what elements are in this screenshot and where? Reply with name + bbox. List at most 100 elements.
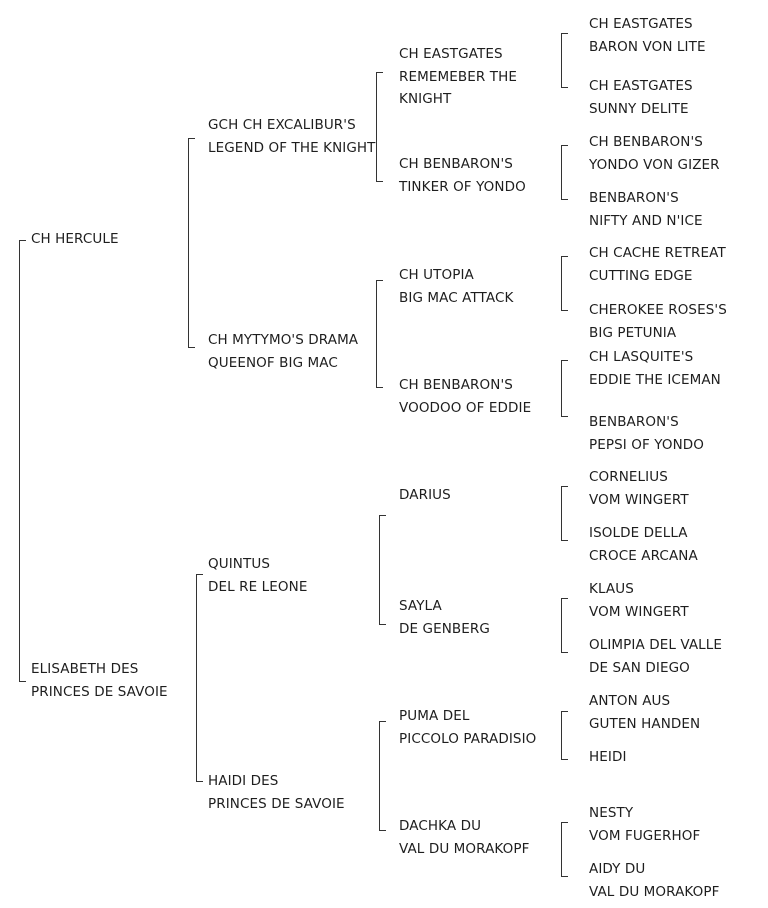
ancestor-g3-14: HEIDI (589, 746, 627, 769)
dam-name-line: PRINCES DE SAVOIE (31, 683, 168, 700)
ancestor-g2-4-line: CH BENBARON'S (399, 377, 513, 393)
ancestor-g1-3: QUINTUS DEL RE LEONE (208, 553, 307, 598)
bracket-g2-4 (379, 721, 386, 831)
ancestor-g1-2-line: CH MYTYMO'S DRAMA (208, 332, 359, 348)
ancestor-g3-7: CH LASQUITE'S EDDIE THE ICEMAN (589, 346, 721, 391)
ancestor-g2-1-line: REMEMEBER THE (399, 68, 517, 85)
ancestor-g1-4: HAIDI DES PRINCES DE SAVOIE (208, 770, 345, 815)
ancestor-g3-1-line: CH EASTGATES (589, 16, 693, 32)
ancestor-g3-3-line: CH BENBARON'S (589, 134, 703, 150)
ancestor-g3-12: OLIMPIA DEL VALLE DE SAN DIEGO (589, 634, 722, 679)
bracket-g3-8 (561, 822, 568, 877)
ancestor-g3-10: ISOLDE DELLA CROCE ARCANA (589, 522, 698, 567)
ancestor-g2-4-line: VOODOO OF EDDIE (399, 399, 532, 416)
ancestor-g3-10-line: ISOLDE DELLA (589, 525, 688, 541)
ancestor-g3-2-line: SUNNY DELITE (589, 100, 689, 117)
ancestor-g1-2: CH MYTYMO'S DRAMA QUEENOF BIG MAC (208, 329, 358, 374)
ancestor-g3-8: BENBARON'S PEPSI OF YONDO (589, 411, 704, 456)
ancestor-g1-3-line: QUINTUS (208, 556, 270, 572)
ancestor-g3-10-line: CROCE ARCANA (589, 547, 698, 564)
ancestor-g3-11-line: VOM WINGERT (589, 603, 689, 620)
ancestor-g3-1: CH EASTGATES BARON VON LITE (589, 13, 706, 58)
ancestor-g3-3: CH BENBARON'S YONDO VON GIZER (589, 131, 720, 176)
dam-name: ELISABETH DES PRINCES DE SAVOIE (31, 658, 168, 703)
ancestor-g3-7-line: CH LASQUITE'S (589, 349, 694, 365)
bracket-g3-4 (561, 360, 568, 417)
ancestor-g1-1-line: GCH CH EXCALIBUR'S (208, 117, 356, 133)
ancestor-g2-4: CH BENBARON'S VOODOO OF EDDIE (399, 374, 531, 419)
ancestor-g2-3-line: CH UTOPIA (399, 267, 474, 283)
ancestor-g3-2: CH EASTGATES SUNNY DELITE (589, 75, 693, 120)
bracket-g3-5 (561, 486, 568, 541)
bracket-gen0 (19, 240, 26, 682)
ancestor-g3-9-line: CORNELIUS (589, 469, 668, 485)
ancestor-g3-16-line: VAL DU MORAKOPF (589, 883, 720, 900)
ancestor-g3-4-line: NIFTY AND N'ICE (589, 212, 703, 229)
ancestor-g2-2-line: TINKER OF YONDO (399, 178, 526, 195)
ancestor-g2-3-line: BIG MAC ATTACK (399, 289, 514, 306)
ancestor-g3-11: KLAUS VOM WINGERT (589, 578, 689, 623)
bracket-g2-2 (376, 280, 383, 388)
ancestor-g1-1-line: LEGEND OF THE KNIGHT (208, 139, 376, 156)
ancestor-g2-1: CH EASTGATES REMEMEBER THE KNIGHT (399, 43, 517, 111)
ancestor-g3-8-line: BENBARON'S (589, 414, 679, 430)
bracket-g1-bottom (196, 574, 203, 782)
ancestor-g3-2-line: CH EASTGATES (589, 78, 693, 94)
ancestor-g3-6-line: BIG PETUNIA (589, 324, 677, 341)
ancestor-g3-6: CHEROKEE ROSES'S BIG PETUNIA (589, 299, 727, 344)
ancestor-g3-16: AIDY DU VAL DU MORAKOPF (589, 858, 719, 903)
ancestor-g3-4-line: BENBARON'S (589, 190, 679, 206)
ancestor-g2-7: PUMA DEL PICCOLO PARADISIO (399, 705, 536, 750)
ancestor-g2-7-line: PUMA DEL (399, 708, 470, 724)
ancestor-g2-1-line: CH EASTGATES (399, 46, 503, 62)
ancestor-g1-4-line: HAIDI DES (208, 773, 279, 789)
ancestor-g1-4-line: PRINCES DE SAVOIE (208, 795, 345, 812)
dam-name-line: ELISABETH DES (31, 661, 139, 677)
ancestor-g3-6-line: CHEROKEE ROSES'S (589, 302, 727, 318)
ancestor-g3-1-line: BARON VON LITE (589, 38, 706, 55)
bracket-g3-7 (561, 711, 568, 760)
ancestor-g3-13-line: ANTON AUS (589, 693, 671, 709)
bracket-g3-6 (561, 598, 568, 653)
ancestor-g3-5-line: CH CACHE RETREAT (589, 245, 726, 261)
ancestor-g1-3-line: DEL RE LEONE (208, 578, 308, 595)
bracket-g2-1 (376, 72, 383, 182)
ancestor-g3-16-line: AIDY DU (589, 861, 646, 877)
ancestor-g2-8: DACHKA DU VAL DU MORAKOPF (399, 815, 529, 860)
ancestor-g2-7-line: PICCOLO PARADISIO (399, 730, 537, 747)
ancestor-g2-8-line: VAL DU MORAKOPF (399, 840, 530, 857)
ancestor-g3-8-line: PEPSI OF YONDO (589, 436, 704, 453)
sire-name: CH HERCULE (31, 228, 119, 251)
ancestor-g2-5: DARIUS (399, 484, 451, 507)
ancestor-g1-2-line: QUEENOF BIG MAC (208, 354, 338, 371)
ancestor-g2-2-line: CH BENBARON'S (399, 156, 513, 172)
ancestor-g3-3-line: YONDO VON GIZER (589, 156, 720, 173)
bracket-g1-top (188, 138, 195, 348)
ancestor-g2-6: SAYLA DE GENBERG (399, 595, 490, 640)
ancestor-g3-15-line: NESTY (589, 805, 634, 821)
ancestor-g3-13: ANTON AUS GUTEN HANDEN (589, 690, 700, 735)
ancestor-g3-11-line: KLAUS (589, 581, 634, 597)
bracket-g2-3 (379, 515, 386, 625)
ancestor-g3-15: NESTY VOM FUGERHOF (589, 802, 700, 847)
ancestor-g3-14-line: HEIDI (589, 749, 627, 765)
ancestor-g2-6-line: DE GENBERG (399, 620, 490, 637)
ancestor-g2-2: CH BENBARON'S TINKER OF YONDO (399, 153, 526, 198)
ancestor-g2-8-line: DACHKA DU (399, 818, 482, 834)
ancestor-g2-3: CH UTOPIA BIG MAC ATTACK (399, 264, 513, 309)
ancestor-g3-7-line: EDDIE THE ICEMAN (589, 371, 721, 388)
ancestor-g2-6-line: SAYLA (399, 598, 442, 614)
ancestor-g3-5-line: CUTTING EDGE (589, 267, 693, 284)
ancestor-g3-12-line: OLIMPIA DEL VALLE (589, 637, 723, 653)
ancestor-g3-5: CH CACHE RETREAT CUTTING EDGE (589, 242, 726, 287)
ancestor-g1-1: GCH CH EXCALIBUR'S LEGEND OF THE KNIGHT (208, 114, 376, 159)
bracket-g3-3 (561, 256, 568, 311)
bracket-g3-2 (561, 145, 568, 200)
ancestor-g3-15-line: VOM FUGERHOF (589, 827, 701, 844)
ancestor-g2-1-line: KNIGHT (399, 91, 452, 107)
ancestor-g3-13-line: GUTEN HANDEN (589, 715, 701, 732)
ancestor-g3-12-line: DE SAN DIEGO (589, 659, 690, 676)
bracket-g3-1 (561, 33, 568, 88)
